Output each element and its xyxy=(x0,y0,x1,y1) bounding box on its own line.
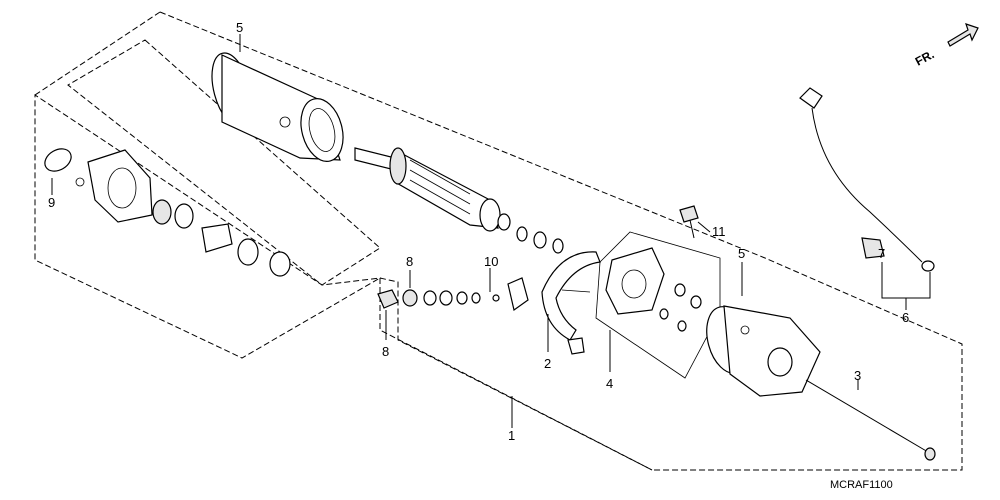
front-arrow-icon xyxy=(947,23,979,47)
label-3: 3 xyxy=(854,368,861,383)
label-2: 2 xyxy=(544,356,551,371)
label-6: 6 xyxy=(902,310,909,325)
label-5-top: 5 xyxy=(236,20,243,35)
bolt-11 xyxy=(679,205,699,239)
front-direction-indicator: FR. xyxy=(913,23,979,69)
assembly-frame-outer xyxy=(34,11,963,471)
rear-bearing-set xyxy=(152,199,291,277)
front-label: FR. xyxy=(913,47,937,68)
starter-cable xyxy=(799,87,935,272)
callout-labels: 1 2 3 4 5 5 6 7 8 8 9 10 11 xyxy=(48,20,909,443)
through-bolt xyxy=(805,379,929,453)
starter-yoke xyxy=(211,52,344,162)
through-bolt-head xyxy=(924,447,936,461)
assembly-frame-top xyxy=(34,11,161,96)
diagram-code: MCRAF1100 xyxy=(830,479,893,491)
armature-washers xyxy=(516,226,564,254)
label-10: 10 xyxy=(484,254,498,269)
front-cover xyxy=(706,305,821,397)
brush-plate xyxy=(605,247,702,332)
label-4: 4 xyxy=(606,376,613,391)
terminal-hardware-row xyxy=(377,289,500,309)
label-7: 7 xyxy=(878,246,885,261)
armature xyxy=(354,147,511,232)
brush-holder xyxy=(541,251,601,355)
leader-lines xyxy=(51,34,931,428)
label-5-right: 5 xyxy=(738,246,745,261)
label-11: 11 xyxy=(712,224,726,239)
brush-group-frame xyxy=(379,277,653,471)
rear-cover xyxy=(75,149,153,223)
label-1: 1 xyxy=(508,428,515,443)
armature-frame xyxy=(67,39,381,286)
label-8-bottom: 8 xyxy=(382,344,389,359)
o-ring xyxy=(44,148,72,172)
label-9: 9 xyxy=(48,195,55,210)
insulator-piece xyxy=(507,277,529,312)
label-8-top: 8 xyxy=(406,254,413,269)
